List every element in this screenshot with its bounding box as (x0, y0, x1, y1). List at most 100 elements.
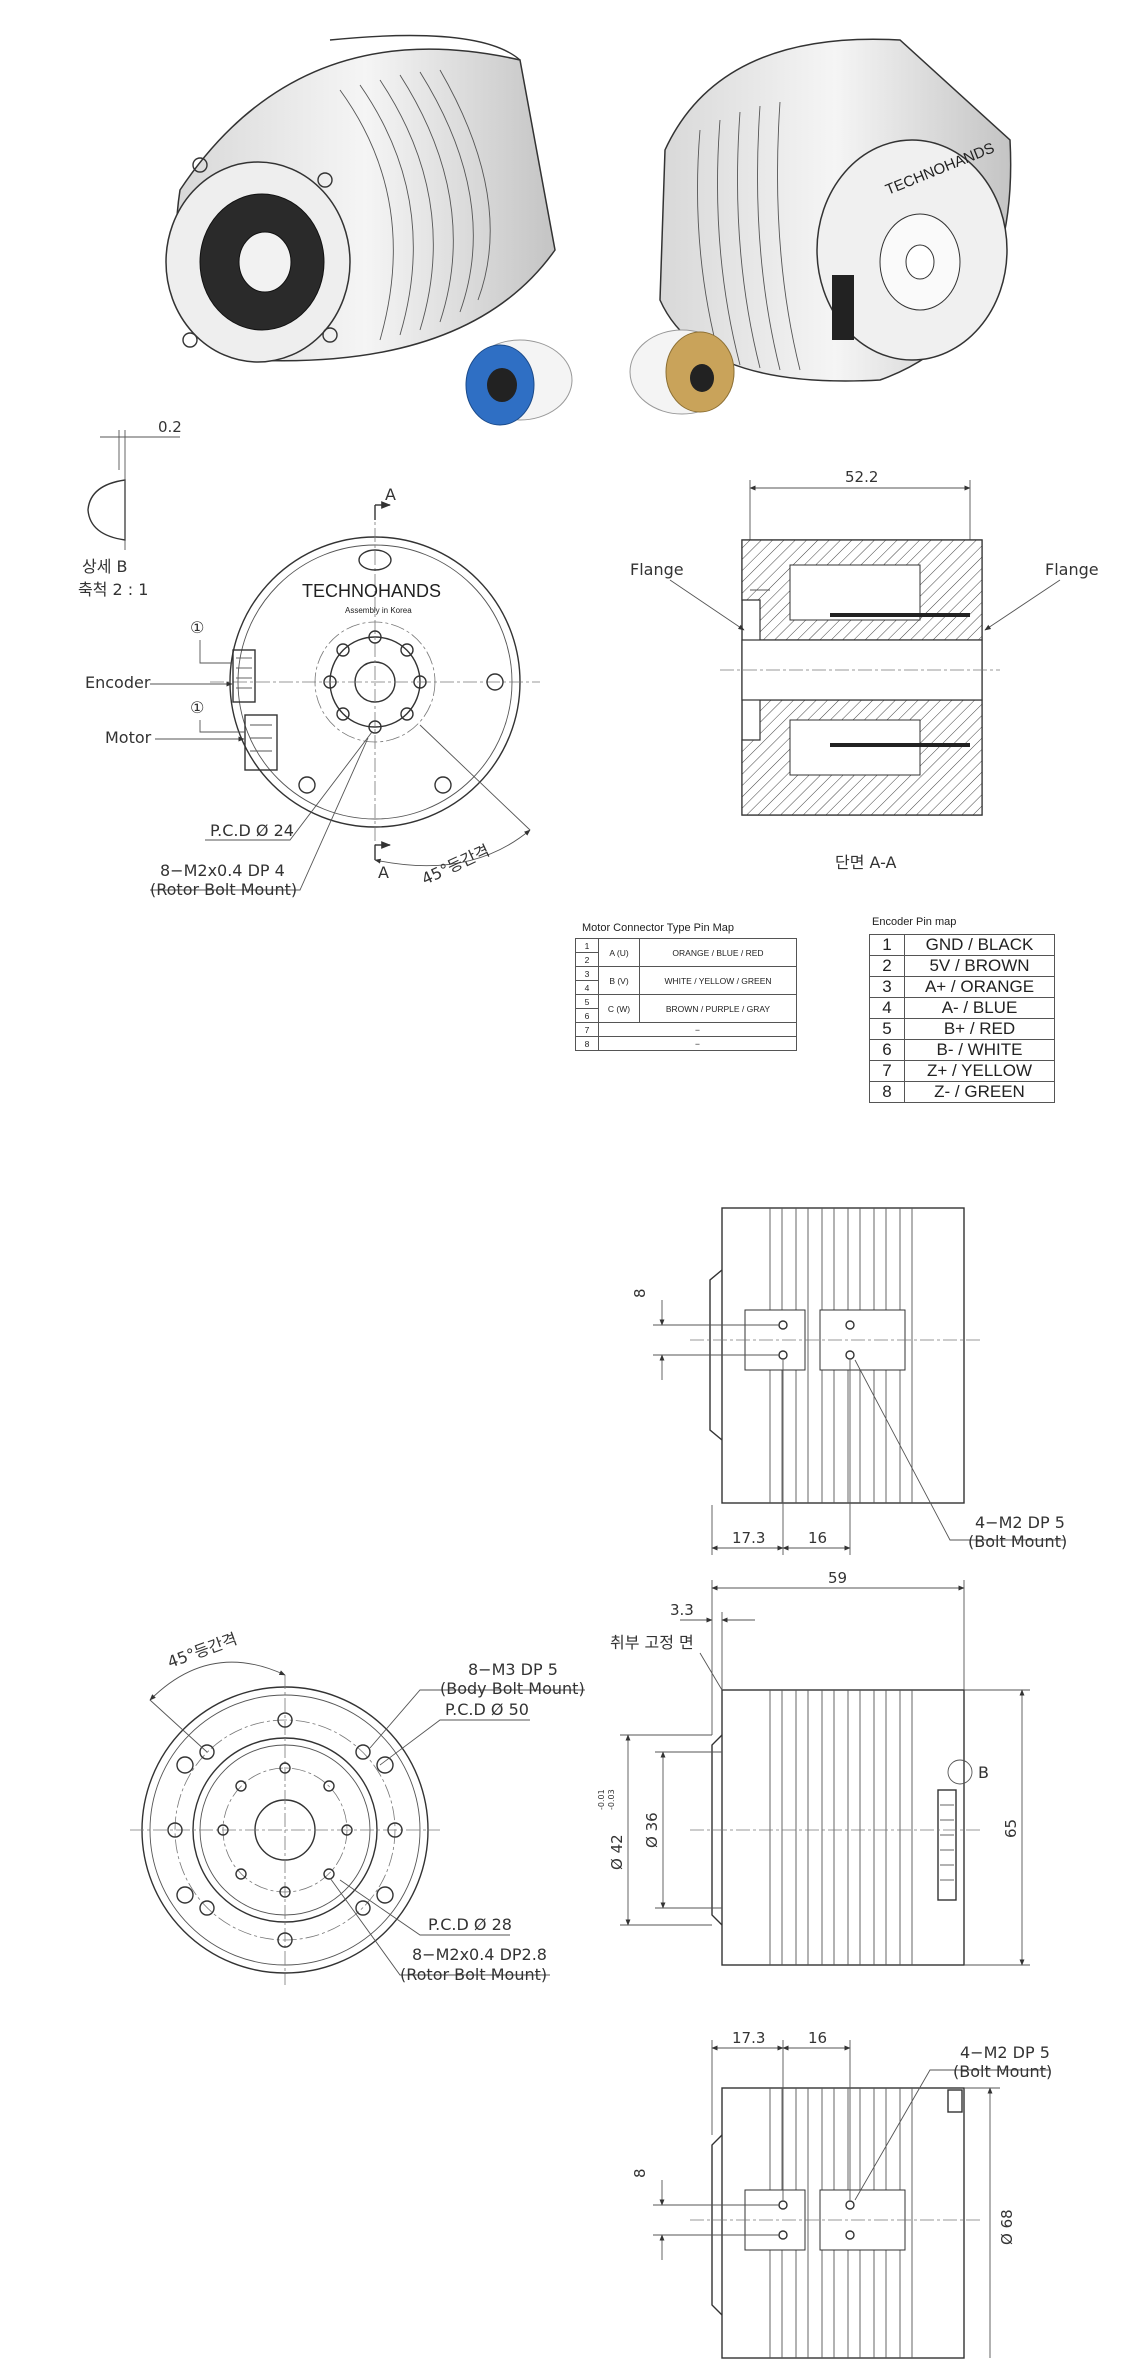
rear-rotor-bolt-note: (Rotor Bolt Mount) (400, 1965, 547, 1984)
signal-cell: B- / WHITE (904, 1039, 1055, 1061)
rear-pcd-outer: P.C.D Ø 50 (445, 1700, 529, 1719)
rear-rotor-bolt-spec: 8−M2x0.4 DP2.8 (412, 1945, 547, 1964)
front-view: TECHNOHANDS Assembly in Korea A A ① ① En… (85, 485, 540, 899)
color-cell: ORANGE / BLUE / RED (639, 938, 797, 967)
top-side-bolt-spec: 4−M2 DP 5 (975, 1513, 1065, 1532)
phase-cell: A (U) (598, 938, 640, 967)
front-rotor-bolt-note: (Rotor Bolt Mount) (150, 880, 297, 899)
side-detail-mark: B (978, 1763, 989, 1782)
front-brand: TECHNOHANDS (302, 581, 441, 601)
section-mark-top: A (385, 485, 396, 504)
render-front-3d (165, 34, 556, 363)
pin-cell: 3 (869, 976, 905, 998)
table-row: 7 − (575, 1022, 797, 1037)
bottom-side-bolt-note: (Bolt Mount) (953, 2062, 1052, 2081)
pin-cell: 3 (575, 966, 599, 981)
side-dia-inner: Ø 36 (643, 1812, 661, 1848)
signal-cell: B+ / RED (904, 1018, 1055, 1040)
render-blue-unit (465, 339, 573, 426)
signal-cell: A- / BLUE (904, 997, 1055, 1019)
callout-1-motor: ① (190, 698, 204, 717)
encoder-label: Encoder (85, 673, 151, 692)
pin-cell: 6 (869, 1039, 905, 1061)
top-side-slot-dim: 8 (631, 1288, 649, 1298)
signal-cell: GND / BLACK (904, 934, 1055, 956)
front-pcd-label: P.C.D Ø 24 (210, 821, 294, 840)
front-tagline: Assembly in Korea (345, 606, 412, 615)
color-cell: − (598, 1022, 797, 1037)
bottom-side-bolt-spec: 4−M2 DP 5 (960, 2043, 1050, 2062)
top-side-dim-a: 17.3 (732, 1529, 765, 1547)
encoder-pin-map-title: Encoder Pin map (872, 916, 957, 928)
color-cell: WHITE / YELLOW / GREEN (639, 966, 797, 995)
color-cell: − (598, 1036, 797, 1051)
rear-pcd-inner: P.C.D Ø 28 (428, 1915, 512, 1934)
rear-view: 45°등간격 8−M3 DP 5 (Body Bolt Mount) P.C.D… (130, 1629, 585, 1985)
bottom-side-dim-a: 17.3 (732, 2029, 765, 2047)
pin-cell: 8 (575, 1036, 599, 1051)
side-dia-outer: Ø 42 (608, 1834, 626, 1870)
side-dia-outer-tol-upper: -0.01 (597, 1789, 606, 1810)
table-row: 6 (575, 1008, 797, 1023)
render-gold-unit (629, 329, 735, 415)
signal-cell: A+ / ORANGE (904, 976, 1055, 998)
signal-cell: 5V / BROWN (904, 955, 1055, 977)
top-side-view: 8 17.3 16 4−M2 DP 5 (Bolt Mount) (631, 1207, 1067, 1555)
rear-body-bolt-spec: 8−M3 DP 5 (468, 1660, 558, 1679)
front-angle-note: 45°등간격 (419, 841, 493, 889)
motor-pin-map-table: 1 A (U) ORANGE / BLUE / RED 2 3 B (V) WH… (575, 938, 797, 1051)
motor-label: Motor (105, 728, 152, 747)
pin-cell: 1 (869, 934, 905, 956)
flange-right: Flange (1045, 560, 1099, 579)
side-height-dim: 65 (1002, 1819, 1020, 1838)
section-mark-bottom: A (378, 863, 389, 882)
pin-cell: 8 (869, 1081, 905, 1103)
rear-angle-note: 45°등간격 (165, 1629, 240, 1672)
section-a-a: 52.2 Flange Flange 단면 A-A (630, 468, 1099, 872)
table-row: 3 B (V) WHITE / YELLOW / GREEN (575, 966, 797, 995)
top-side-dim-b: 16 (808, 1529, 827, 1547)
detail-b: 0.2 상세 B 축척 2 : 1 (78, 418, 182, 599)
color-cell: BROWN / PURPLE / GRAY (639, 994, 797, 1023)
side-flange-dim: 3.3 (670, 1601, 694, 1619)
pin-cell: 7 (869, 1060, 905, 1082)
pin-cell: 6 (575, 1008, 599, 1023)
signal-cell: Z+ / YELLOW (904, 1060, 1055, 1082)
side-mount-face: 취부 고정 면 (610, 1633, 694, 1652)
table-row: 5 C (W) BROWN / PURPLE / GRAY (575, 994, 797, 1023)
pin-cell: 2 (869, 955, 905, 977)
detail-label: 상세 B (82, 557, 128, 576)
front-rotor-bolt-spec: 8−M2x0.4 DP 4 (160, 861, 285, 880)
section-width-dim: 52.2 (845, 468, 878, 486)
bottom-side-dim-b: 16 (808, 2029, 827, 2047)
table-row: 8 − (575, 1036, 797, 1051)
section-title: 단면 A-A (835, 853, 897, 872)
phase-cell: C (W) (598, 994, 640, 1023)
phase-cell: B (V) (598, 966, 640, 995)
bottom-side-slot-dim: 8 (631, 2168, 649, 2178)
callout-1-encoder: ① (190, 618, 204, 637)
top-side-bolt-note: (Bolt Mount) (968, 1532, 1067, 1551)
rear-body-bolt-note: (Body Bolt Mount) (440, 1679, 585, 1698)
pin-cell: 1 (575, 938, 599, 953)
side-length-dim: 59 (828, 1569, 847, 1587)
signal-cell: Z- / GREEN (904, 1081, 1055, 1103)
side-dia-outer-tol-lower: -0.03 (607, 1789, 616, 1810)
table-row: 1 A (U) ORANGE / BLUE / RED (575, 938, 797, 967)
pin-cell: 4 (869, 997, 905, 1019)
flange-left: Flange (630, 560, 684, 579)
motor-pin-map-title: Motor Connector Type Pin Map (582, 922, 735, 934)
pin-cell: 5 (575, 994, 599, 1009)
pin-cell: 5 (869, 1018, 905, 1040)
detail-scale: 축척 2 : 1 (78, 580, 148, 599)
bottom-side-view: 17.3 16 4−M2 DP 5 (Bolt Mount) 8 Ø 68 (631, 2029, 1052, 2359)
